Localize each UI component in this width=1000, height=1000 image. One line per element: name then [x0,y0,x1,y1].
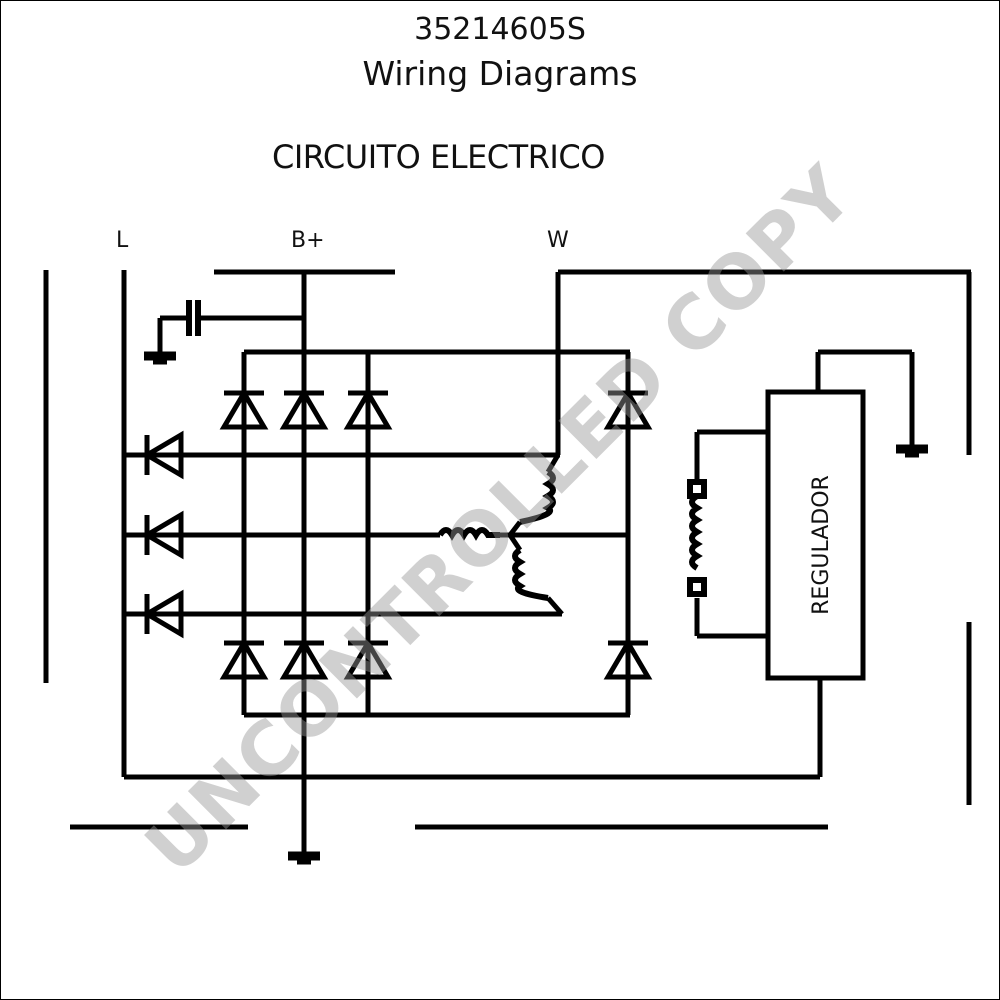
stator-coil-1 [519,469,556,525]
stator-coil-2 [437,527,500,541]
part-number: 35214605S [414,12,586,47]
ground-symbol-bottom [288,856,320,862]
stator-star-joint-2 [507,533,523,552]
regulator-box [765,389,866,681]
regulator-label: REGULADOR [809,475,834,615]
circuit-wires [43,269,972,852]
capacitor [186,300,201,336]
document-title: Wiring Diagrams [362,54,638,93]
stator-coils [437,469,556,601]
ground-symbol-capacitor [144,356,176,362]
stator-star-joint-1 [508,520,522,537]
ground-symbol-regulator [896,449,928,455]
circuit-heading: CIRCUITO ELECTRICO [272,138,605,176]
terminal-w-label: W [547,228,569,253]
terminal-l-label: L [116,228,129,253]
terminal-b-plus-label: B+ [291,228,325,253]
stator-lead-1 [545,453,561,474]
field-coil [687,479,707,597]
stator-coil-3 [512,547,549,601]
stator-lead-3 [546,596,564,616]
